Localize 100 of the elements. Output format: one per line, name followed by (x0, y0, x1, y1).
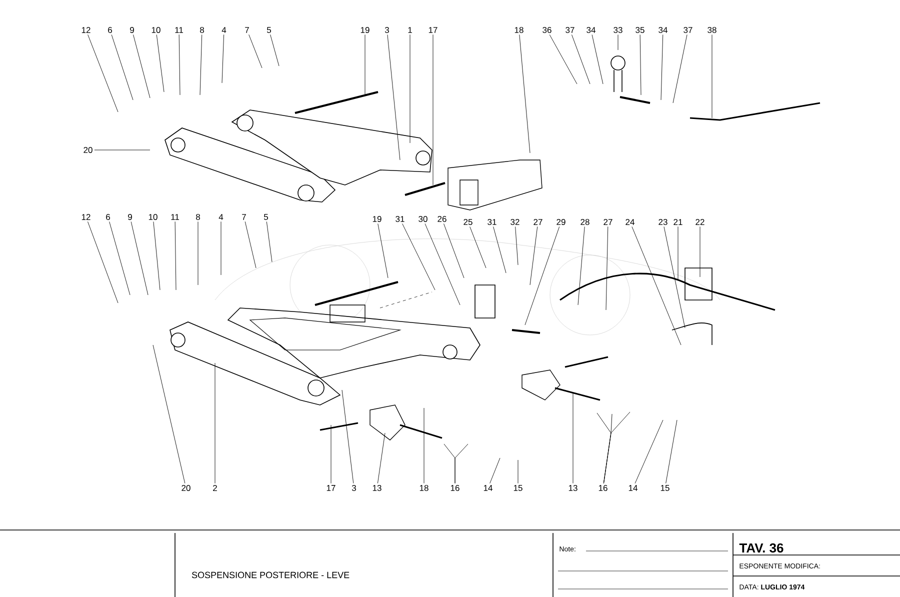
callout-number: 12 (82, 27, 90, 33)
leader-line (424, 223, 460, 306)
callout-number: 17 (428, 27, 438, 33)
leader-line (174, 221, 176, 290)
leader-line (364, 34, 366, 96)
callout-number: 16 (598, 484, 608, 491)
leader-line (330, 424, 332, 484)
callout-number: 30 (418, 216, 428, 222)
callout-number: 15 (514, 485, 522, 491)
leader-line (572, 392, 574, 484)
leader-line (248, 34, 262, 68)
leader-line (664, 226, 686, 328)
callout-number: 18 (420, 484, 428, 491)
leader-line (109, 221, 130, 296)
sheet-number: TAV. 36 (739, 543, 784, 553)
callout-number: 20 (84, 147, 92, 153)
callout-number: 36 (542, 27, 552, 33)
callout-number: 9 (130, 27, 134, 33)
callout-number: 34 (586, 27, 596, 33)
callout-number: 35 (636, 27, 644, 33)
leader-line (592, 34, 604, 84)
callout-number: 11 (175, 27, 183, 33)
leader-line (178, 34, 180, 96)
callout-number: 16 (450, 484, 460, 491)
leader-line (402, 223, 436, 290)
leader-line (454, 444, 468, 484)
callout-number: 8 (196, 214, 200, 220)
leader-line (342, 390, 354, 484)
callout-number: 7 (245, 27, 249, 33)
leader-line (377, 432, 386, 484)
leader-line (387, 34, 400, 160)
callout-number: 27 (604, 219, 612, 225)
leader-line (200, 34, 202, 96)
title: SOSPENSIONE POSTERIORE - LEVE (192, 572, 350, 578)
leader-line (378, 223, 388, 278)
callout-number: 32 (510, 218, 520, 225)
callout-number: 13 (568, 484, 578, 491)
callout-number: 6 (108, 27, 112, 33)
leader-line (672, 34, 688, 104)
leader-line (153, 221, 160, 290)
callout-number: 1 (408, 27, 412, 33)
callout-number: 38 (708, 27, 716, 33)
leader-line (660, 34, 664, 100)
leader-line (572, 34, 590, 84)
callout-number: 14 (628, 485, 638, 491)
leader-line (111, 34, 134, 100)
leader-line (524, 226, 560, 326)
leader-line (130, 221, 148, 296)
leader-line (432, 34, 434, 186)
leader-line (490, 458, 500, 484)
callout-number: 18 (514, 27, 524, 33)
callout-number: 2 (213, 485, 217, 491)
callout-number: 23 (658, 218, 668, 225)
leader-line (666, 420, 678, 484)
leader-line (530, 226, 538, 286)
callout-number: 26 (438, 216, 446, 222)
callout-number: 3 (352, 484, 356, 491)
callout-number: 9 (128, 214, 132, 220)
leader-line (220, 221, 222, 276)
leader-line (244, 221, 256, 268)
leader-line (640, 34, 642, 96)
callout-number: 11 (171, 214, 179, 220)
callout-number: 37 (684, 27, 692, 33)
callout-number: 17 (326, 485, 336, 491)
callout-number: 5 (267, 27, 272, 33)
callout-number: 13 (372, 484, 382, 491)
callout-number: 24 (626, 219, 634, 225)
callout-number: 6 (106, 214, 110, 220)
callout-number: 31 (488, 218, 496, 225)
leader-line (270, 34, 280, 66)
leader-line (606, 226, 608, 310)
callout-number: 3 (384, 27, 389, 33)
callout-number: 15 (660, 485, 670, 491)
callout-number: 21 (674, 219, 682, 225)
callout-number: 4 (218, 214, 224, 220)
leader-line (470, 226, 486, 268)
leader-line (549, 34, 578, 84)
callout-number: 5 (264, 214, 268, 220)
callout-number: 8 (200, 27, 204, 33)
leader-line (493, 226, 506, 274)
callout-number: 7 (242, 214, 246, 220)
leader-line (444, 223, 464, 278)
leader-line (133, 34, 150, 98)
leader-line (156, 34, 164, 92)
callout-number: 20 (182, 484, 190, 491)
leader-line (152, 344, 186, 484)
callout-number: 37 (566, 27, 574, 33)
callout-number: 25 (464, 218, 472, 225)
leader-line (632, 226, 682, 346)
leader-line (214, 362, 216, 484)
leader-line (519, 34, 530, 154)
leader-line (603, 412, 630, 484)
callout-number: 27 (534, 219, 542, 225)
leader-line (515, 226, 518, 266)
callout-number: 29 (556, 218, 566, 225)
leader-line (88, 221, 118, 304)
callout-number: 19 (372, 216, 382, 222)
callout-number: 14 (484, 485, 492, 491)
callout-number: 10 (148, 214, 158, 220)
callout-number: 31 (396, 216, 404, 222)
